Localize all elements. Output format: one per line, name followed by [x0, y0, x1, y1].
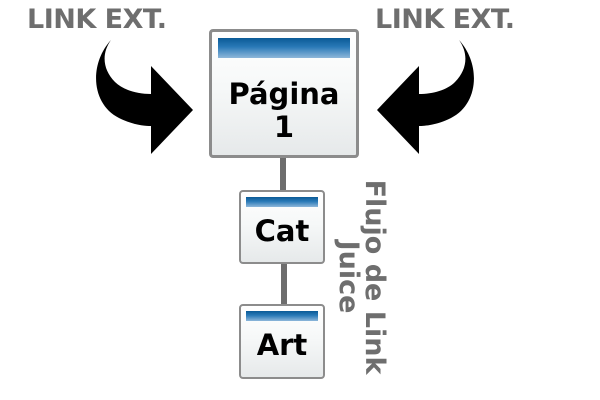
page-node-label: Página: [228, 77, 340, 111]
article-node-label: Art: [256, 328, 308, 362]
flow-label-line2: Juice: [333, 240, 364, 314]
curved-arrow-right-icon: [96, 40, 193, 154]
curved-arrow-left-icon: [377, 40, 474, 154]
external-link-label-right: LINK EXT.: [375, 4, 515, 35]
node-title-bar: [246, 197, 318, 207]
category-node: Cat: [239, 190, 325, 264]
page-node-number: 1: [273, 110, 295, 144]
category-node-label: Cat: [254, 214, 310, 248]
connector-category-to-article: [281, 264, 287, 304]
link-juice-flow-label: Flujo de Link Juice: [330, 172, 392, 382]
node-title-bar: [218, 38, 350, 58]
article-node: Art: [239, 304, 325, 379]
node-title-bar: [246, 311, 318, 321]
page-1-node: Página 1: [209, 29, 359, 158]
connector-page-to-category: [280, 158, 286, 190]
flow-label-line1: Flujo de Link: [359, 179, 390, 375]
external-link-label-left: LINK EXT.: [27, 4, 167, 35]
